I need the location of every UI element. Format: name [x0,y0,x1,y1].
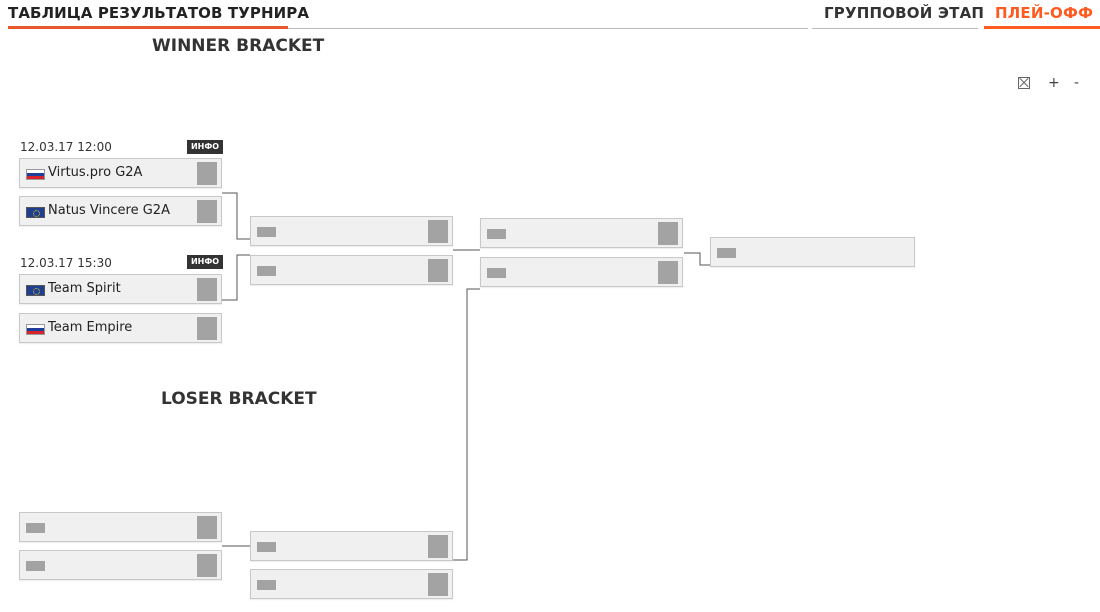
match-date: 12.03.17 12:00 [20,140,112,154]
score-box [428,573,448,596]
zoom-in-button[interactable]: + [1048,75,1060,91]
score-box [197,554,217,577]
placeholder-flag [257,227,276,237]
team-name: Natus Vincere G2A [48,203,170,218]
score-box [428,535,448,558]
page-title: ТАБЛИЦА РЕЗУЛЬТАТОВ ТУРНИРА [8,4,310,22]
tbd-slot[interactable] [480,257,683,287]
placeholder-flag [257,580,276,590]
russia-flag-icon [26,324,45,335]
tbd-slot[interactable] [19,512,222,542]
tbd-slot[interactable] [250,531,453,561]
team-slot[interactable]: Natus Vincere G2A [19,196,222,226]
team-slot[interactable]: Team Empire [19,313,222,343]
winner-bracket-title: WINNER BRACKET [152,36,325,56]
team-slot[interactable]: Team Spirit [19,274,222,304]
loser-bracket-title: LOSER BRACKET [161,389,317,409]
match-date: 12.03.17 15:30 [20,256,112,270]
reset-zoom-icon[interactable] [1018,77,1030,89]
team-name: Team Empire [48,320,133,335]
team-name: Virtus.pro G2A [48,165,143,180]
tbd-slot[interactable] [480,218,683,248]
placeholder-flag [26,561,45,571]
team-slot[interactable]: Virtus.pro G2A [19,158,222,188]
score-box [197,317,217,340]
placeholder-flag [257,542,276,552]
info-button[interactable]: ИНФО [187,140,223,154]
placeholder-flag [487,268,506,278]
score-box [428,220,448,243]
russia-flag-icon [26,169,45,180]
score-box [197,162,217,185]
score-box [428,259,448,282]
tbd-slot[interactable] [250,255,453,285]
tbd-slot[interactable] [250,216,453,246]
tbd-slot[interactable] [710,237,915,267]
score-box [658,222,678,245]
placeholder-flag [257,266,276,276]
header-divider [8,28,808,29]
tab-group-stage[interactable]: ГРУППОВОЙ ЭТАП [824,4,985,22]
title-underline [8,26,288,29]
eu-flag-icon [26,285,45,296]
score-box [658,261,678,284]
placeholder-flag [717,248,736,258]
tab-playoff-underline [984,26,1100,29]
eu-flag-icon [26,207,45,218]
team-name: Team Spirit [48,281,121,296]
score-box [197,278,217,301]
tbd-slot[interactable] [250,569,453,599]
tbd-slot[interactable] [19,550,222,580]
info-button[interactable]: ИНФО [187,255,223,269]
tab-playoff[interactable]: ПЛЕЙ-ОФФ [995,4,1094,22]
placeholder-flag [26,523,45,533]
zoom-out-button[interactable]: - [1074,75,1080,91]
placeholder-flag [487,229,506,239]
tab-group-underline [812,28,978,29]
score-box [197,516,217,539]
score-box [197,200,217,223]
